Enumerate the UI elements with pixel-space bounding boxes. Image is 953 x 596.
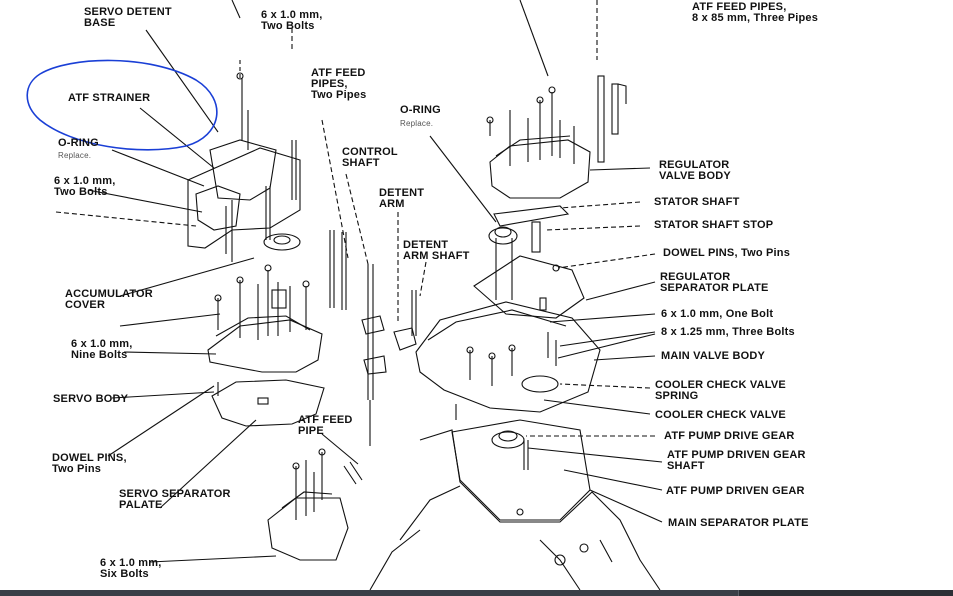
regulator-separator-plate-part (473, 255, 585, 319)
detent-arm-part (393, 212, 427, 351)
bottom-bar-right-segment (738, 590, 953, 596)
label-detent-arm-shaft: DETENT ARM SHAFT (403, 239, 470, 262)
label-o-ring-right-sub: Replace. (400, 119, 434, 128)
label-atf-pump-driven-gear-shaft: ATF PUMP DRIVEN GEAR SHAFT (667, 449, 806, 472)
bottom-bar (0, 590, 953, 596)
label-regulator-valve-body: REGULATOR VALVE BODY (659, 159, 731, 182)
label-bolts-6x1-six: 6 x 1.0 mm, Six Bolts (100, 557, 162, 580)
label-atf-feed-pipes-two: ATF FEED PIPES, Two Pipes (311, 67, 367, 101)
label-o-ring-left: O-RING (58, 137, 99, 149)
label-stator-shaft: STATOR SHAFT (654, 196, 740, 208)
label-bolts-6x1-two-top: 6 x 1.0 mm, Two Bolts (261, 9, 323, 32)
label-regulator-separator-plate: REGULATOR SEPARATOR PLATE (660, 271, 769, 294)
label-main-valve-body: MAIN VALVE BODY (661, 350, 766, 362)
label-servo-body: SERVO BODY (53, 393, 129, 405)
leader-lines (55, 29, 663, 563)
accumulator-servo-part (207, 264, 323, 373)
label-bolt-6x1-one: 6 x 1.0 mm, One Bolt (661, 308, 774, 320)
servo-detent-base-part (187, 58, 301, 262)
transmission-case-part (369, 429, 661, 591)
label-o-ring-left-sub: Replace. (58, 151, 92, 160)
control-shaft-part (345, 173, 387, 446)
label-cooler-check-valve-spring: COOLER CHECK VALVE SPRING (655, 379, 786, 402)
label-dowel-pins-left: DOWEL PINS, Two Pins (52, 452, 127, 475)
feed-pipes-part (321, 119, 349, 310)
main-separator-plate-part (451, 404, 591, 521)
label-stator-shaft-stop: STATOR SHAFT STOP (654, 219, 774, 231)
regulator-valve-body-part (486, 75, 627, 199)
label-detent-arm: DETENT ARM (379, 187, 425, 210)
label-accumulator-cover: ACCUMULATOR COVER (65, 288, 153, 311)
label-control-shaft: CONTROL SHAFT (342, 146, 398, 169)
label-cooler-check-valve: COOLER CHECK VALVE (655, 409, 786, 421)
servo-body-part (211, 379, 325, 427)
label-atf-pump-drive-gear: ATF PUMP DRIVE GEAR (664, 430, 795, 442)
label-servo-separator-plate: SERVO SEPARATOR PALATE (119, 488, 231, 511)
lower-servo-block (267, 448, 363, 561)
label-atf-feed-pipes-three: ATF FEED PIPES, 8 x 85 mm, Three Pipes (692, 1, 819, 24)
label-servo-detent-base: SERVO DETENT BASE (84, 6, 172, 29)
label-bolts-8x125-three: 8 x 1.25 mm, Three Bolts (661, 326, 795, 338)
label-atf-feed-pipe: ATF FEED PIPE (298, 414, 353, 437)
label-o-ring-right: O-RING (400, 104, 441, 116)
stator-shaft-part (429, 135, 570, 300)
main-valve-body-part (415, 301, 601, 413)
label-atf-strainer: ATF STRAINER (68, 92, 151, 104)
label-dowel-pins-right: DOWEL PINS, Two Pins (663, 247, 791, 259)
label-bolts-6x1-two-left: 6 x 1.0 mm, Two Bolts (54, 175, 116, 198)
label-main-separator-plate: MAIN SEPARATOR PLATE (668, 517, 809, 529)
label-bolts-6x1-nine: 6 x 1.0 mm, Nine Bolts (71, 338, 133, 361)
annotation-circle (26, 59, 218, 151)
label-atf-pump-driven-gear: ATF PUMP DRIVEN GEAR (666, 485, 805, 497)
